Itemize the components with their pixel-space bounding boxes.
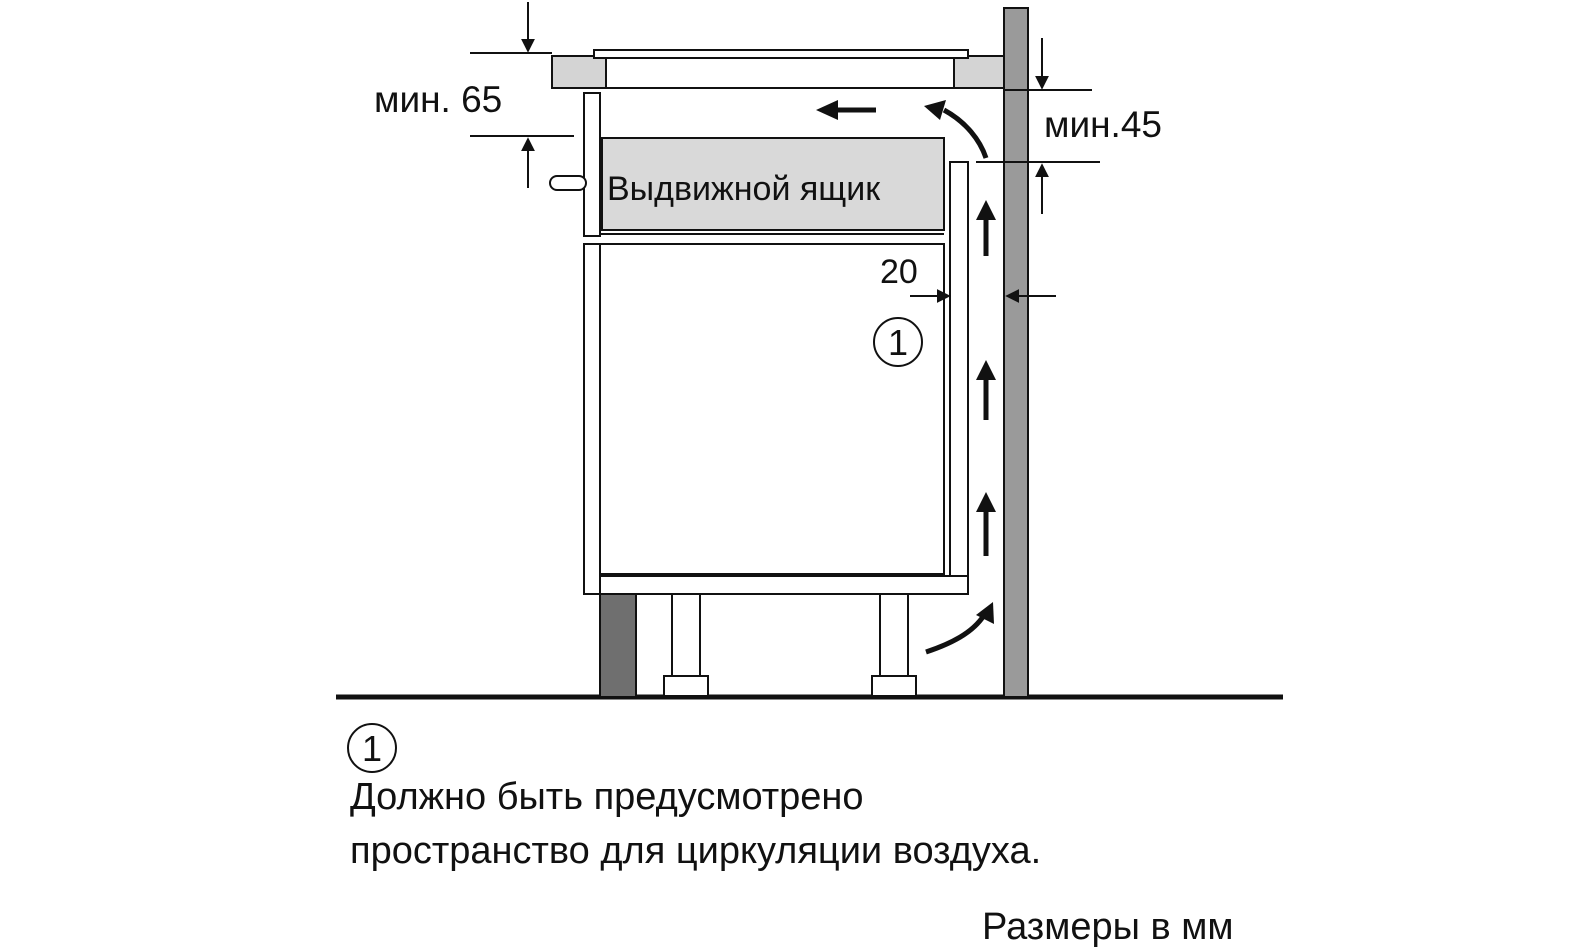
airflow-up-arrow-2-head xyxy=(976,360,996,380)
marker-number: 1 xyxy=(888,322,908,363)
dim-45-label: мин.45 xyxy=(1044,104,1162,145)
leg-left xyxy=(671,593,701,679)
airflow-curve-bottom xyxy=(925,610,989,655)
legend-line-2: пространство для циркуляции воздуха. xyxy=(350,830,1042,872)
hob-glass-top xyxy=(593,49,969,59)
foot-right xyxy=(871,675,917,697)
airflow-curve-top-head xyxy=(924,100,946,120)
hob-body xyxy=(605,55,955,89)
cabinet-back-panel xyxy=(949,161,969,577)
drawer-label: Выдвижной ящик xyxy=(607,170,881,208)
airflow-arrows xyxy=(976,200,996,556)
cabinet-front-panel-top xyxy=(583,92,601,237)
airflow-curve-bottom-head xyxy=(976,602,994,624)
wall xyxy=(1003,7,1029,698)
marker-circle xyxy=(873,317,923,367)
cabinet-front-panel-bottom xyxy=(583,243,601,595)
airflow-curve-top xyxy=(942,107,989,159)
hob-frame-right xyxy=(951,55,1005,89)
airflow-left-arrow-head xyxy=(816,100,838,120)
legend-line-1: Должно быть предусмотрено xyxy=(350,776,864,818)
legend-marker-circle xyxy=(347,723,397,773)
legend-marker-number: 1 xyxy=(362,728,382,769)
drawer-handle xyxy=(549,175,587,191)
airflow-up-arrow-3-head xyxy=(976,200,996,220)
airflow-up-arrow-1-head xyxy=(976,492,996,512)
plinth xyxy=(599,593,637,698)
foot-left xyxy=(663,675,709,697)
leg-right xyxy=(879,593,909,679)
units-note: Размеры в мм xyxy=(982,906,1234,948)
cabinet-body xyxy=(599,243,945,575)
dim-65-label: мин. 65 xyxy=(374,79,502,120)
dim-20-label: 20 xyxy=(880,253,918,291)
cabinet-bottom-board xyxy=(599,575,969,595)
drawer-box xyxy=(601,137,945,231)
hob-frame-left xyxy=(551,55,609,89)
